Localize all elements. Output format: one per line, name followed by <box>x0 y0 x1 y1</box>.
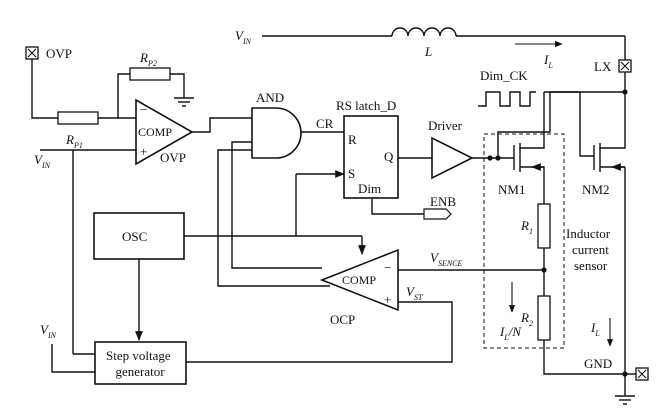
ocp-comparator <box>319 248 399 312</box>
ground-icon <box>174 97 194 107</box>
cr-label: CR <box>316 116 334 131</box>
nm2-transistor <box>593 138 626 172</box>
nm1-label: NM1 <box>498 182 525 197</box>
ocp-comp-minus: − <box>384 260 391 275</box>
enb-label: ENB <box>430 194 456 209</box>
gnd-label: GND <box>584 356 612 371</box>
inductor-current-sensor-label: Inductor current sensor <box>566 226 613 273</box>
vst-label: VST <box>406 284 423 302</box>
il-right-label: IL <box>590 320 600 338</box>
and-label: AND <box>256 90 284 105</box>
driver-buffer <box>431 136 474 180</box>
nm2-label: NM2 <box>582 182 609 197</box>
dim-ck-label: Dim_CK <box>480 68 528 83</box>
driver-label: Driver <box>428 118 463 133</box>
rs-q-pin: Q <box>384 149 394 164</box>
rp1-resistor <box>57 111 99 125</box>
rs-dim-pin: Dim <box>358 181 381 196</box>
ovp-comp-name: OVP <box>160 150 186 165</box>
rs-latch-label: RS latch_D <box>336 98 396 113</box>
rp1-label: RP1 <box>65 132 83 150</box>
il-n-label: IL/N <box>499 324 522 342</box>
rs-r-pin: R <box>348 132 357 147</box>
step-voltage-generator <box>94 341 187 385</box>
nm1-transistor <box>513 92 545 204</box>
ovp-comp-plus: + <box>140 144 147 159</box>
il-top-label: IL <box>543 52 553 70</box>
ocp-label: OCP <box>330 312 355 327</box>
ocp-comp-plus: + <box>384 292 391 307</box>
step-gen-label: Step voltage generator <box>106 348 174 379</box>
ovp-comp-minus: − <box>140 102 147 117</box>
dim-ck-waveform <box>478 91 536 107</box>
rp2-label: RP2 <box>139 50 157 68</box>
enb-pin <box>423 208 452 220</box>
ocp-comp-label: COMP <box>342 273 376 287</box>
rs-s-pin: S <box>348 166 355 181</box>
vin-left-label: VIN <box>34 152 51 170</box>
vin-top-label: VIN <box>235 28 252 46</box>
r2-resistor <box>537 295 551 341</box>
rp2-resistor <box>129 67 171 81</box>
lx-label: LX <box>594 59 612 74</box>
vin-bottom-label: VIN <box>40 322 57 340</box>
r1-label: R1 <box>520 218 533 236</box>
vin-top-rail <box>262 27 626 60</box>
r2-label: R2 <box>520 310 533 328</box>
osc-label: OSC <box>122 229 147 244</box>
ovp-pin-label: OVP <box>46 46 72 61</box>
and-gate <box>251 107 302 159</box>
inductor-label: L <box>424 44 432 59</box>
r1-resistor <box>537 203 551 249</box>
ground-icon-bottom <box>615 395 635 405</box>
ovp-comp-label: COMP <box>138 125 172 139</box>
vsense-label: VSENCE <box>430 250 463 268</box>
rs-latch <box>343 115 399 199</box>
ovp-comparator <box>135 98 194 166</box>
